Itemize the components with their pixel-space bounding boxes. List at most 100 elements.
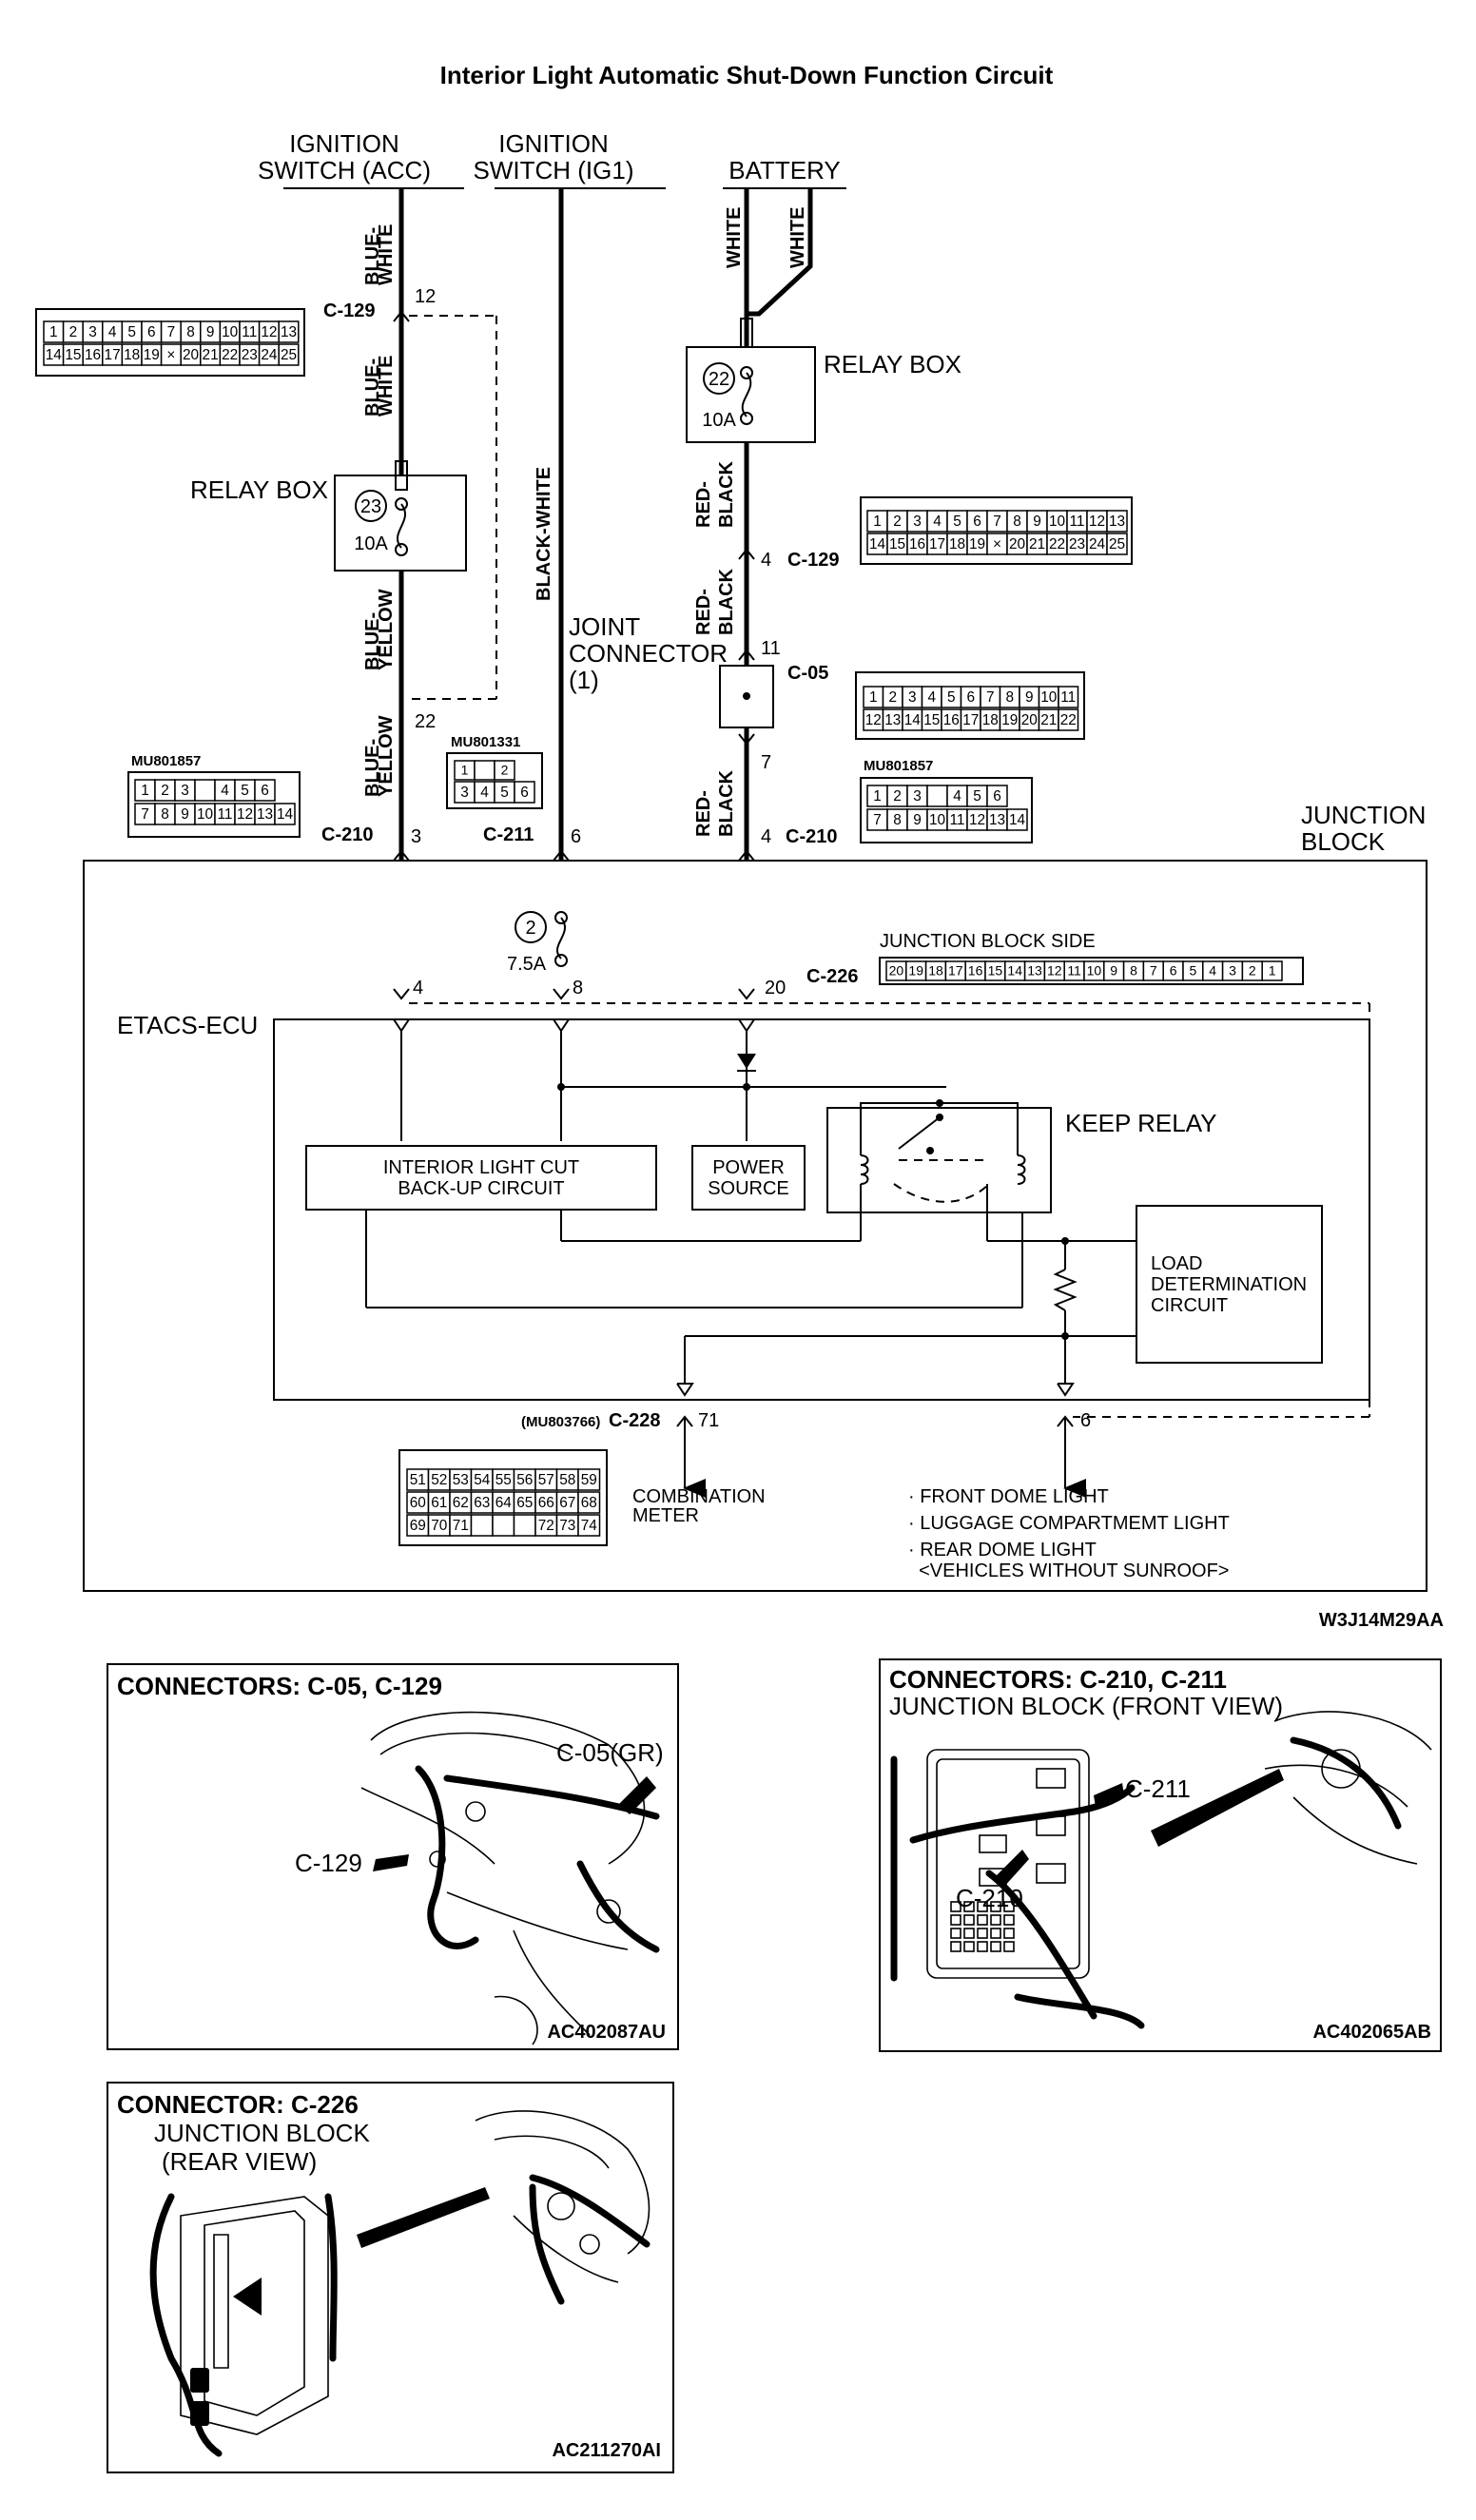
connector-pin: 12 [865, 712, 882, 728]
connector-cell [470, 1514, 494, 1537]
connector-label-c228: C-228 [609, 1410, 660, 1431]
connector-pin: 11 [218, 806, 233, 823]
connector-cell [1058, 686, 1079, 708]
connector-pin: 9 [1025, 689, 1034, 706]
panel2-c210: C-210 [956, 1884, 1023, 1912]
lights-line3: · REAR DOME LIGHT [908, 1540, 1097, 1560]
panel1-illustration [360, 1711, 660, 2045]
diagram-title: Interior Light Automatic Shut-Down Funct… [440, 61, 1054, 89]
connector-pin: 22 [222, 347, 238, 363]
pin-c211-ig1: 6 [571, 826, 581, 847]
connector-pin: 12 [1047, 962, 1062, 978]
fuse-slot [990, 1914, 1001, 1926]
connector-pin: 2 [888, 689, 897, 706]
panel1-code: AC402087AU [547, 2022, 666, 2043]
connector-cell [492, 1514, 515, 1537]
connector-pin: 55 [495, 1472, 512, 1488]
connector-pin: × [166, 347, 175, 363]
part-c211: MU801331 [451, 734, 520, 750]
connector-pin: 18 [982, 712, 999, 728]
connector-pin: 51 [410, 1472, 426, 1488]
connector-pin: 12 [1089, 514, 1105, 530]
cutoff-line2: BACK-UP CIRCUIT [398, 1178, 564, 1199]
ig1-source-line2: SWITCH (IG1) [474, 156, 634, 184]
connector-pin: 4 [953, 788, 961, 804]
meter-line1: COMBINATION [632, 1486, 766, 1507]
connector-pin: 2 [161, 783, 169, 799]
connector-cell [1058, 708, 1079, 731]
connector-pin: 1 [461, 762, 469, 777]
acc-source-line2: SWITCH (ACC) [258, 156, 431, 184]
connector-pin: 16 [85, 347, 101, 363]
wire-color-bat-mid2-1: RED- [693, 589, 714, 635]
connector-pin: 1 [49, 324, 58, 340]
connector-pin: × [993, 536, 1001, 552]
fuse-slot [990, 1901, 1001, 1912]
connector-pin: 4 [1209, 962, 1216, 978]
connector-pin: 13 [1109, 514, 1125, 530]
connector-pin: 17 [962, 712, 979, 728]
connector-pin: 74 [581, 1518, 598, 1534]
fuse-slot [977, 1928, 988, 1939]
connector-pin: 18 [124, 347, 140, 363]
connector-pin: 6 [993, 788, 1001, 804]
lights-line2: · LUGGAGE COMPARTMEMT LIGHT [908, 1513, 1230, 1534]
connector-pin: 19 [144, 347, 160, 363]
fuse-23-num: 23 [360, 496, 381, 517]
connector-pin: 68 [581, 1495, 597, 1511]
connector-pin: 4 [927, 689, 936, 706]
acc-source-line1: IGNITION [289, 129, 399, 158]
connector-pin: 24 [261, 347, 278, 363]
fuse-slot [963, 1941, 975, 1952]
connector-pin: 6 [520, 785, 529, 801]
fuse-2-num: 2 [525, 918, 535, 939]
connector-pin: 6 [966, 689, 975, 706]
wire-color-acc-fuse-out-1: BLUE- [362, 612, 383, 670]
connector-pin: 60 [410, 1495, 426, 1511]
connector-pin: 10 [929, 812, 945, 828]
panel2-code: AC402065AB [1312, 2022, 1431, 2043]
junction-block-line2: BLOCK [1301, 827, 1386, 856]
connector-pin: 3 [913, 514, 922, 530]
connector-pin: 6 [1170, 962, 1177, 978]
connector-pin: 3 [1229, 962, 1236, 978]
pin-c05-out: 7 [761, 752, 771, 773]
battery-label: BATTERY [728, 156, 841, 184]
connector-pin: 58 [559, 1472, 575, 1488]
connector-pin: 2 [1249, 962, 1256, 978]
connector-pin: 3 [181, 783, 189, 799]
connector-pin: 17 [929, 536, 945, 552]
connector-pin: 13 [884, 712, 901, 728]
load-line1: LOAD [1151, 1253, 1202, 1274]
connector-cell [1106, 510, 1128, 533]
connector-label-c129-acc: C-129 [323, 300, 375, 321]
connector-pin: 2 [69, 324, 78, 340]
connector-pin: 14 [277, 806, 294, 823]
connector-pin: 17 [948, 962, 963, 978]
connector-pin: 21 [1029, 536, 1045, 552]
connector-pin: 12 [969, 812, 985, 828]
connector-cell [577, 1514, 601, 1537]
connector-pin: 61 [431, 1495, 447, 1511]
joint-connector-line1: JOINT [569, 612, 640, 641]
connector-pin: 5 [241, 783, 249, 799]
panel3-title: CONNECTOR: C-226 [117, 2090, 359, 2119]
connector-pin: 13 [989, 812, 1005, 828]
panel3-code: AC211270AI [552, 2440, 661, 2461]
connector-pin: 5 [1190, 962, 1197, 978]
connector-pin: 13 [257, 806, 273, 823]
load-line3: CIRCUIT [1151, 1295, 1228, 1316]
connector-cell [274, 803, 296, 825]
connector-pin: 11 [950, 812, 965, 828]
relay-box-left-label: RELAY BOX [190, 475, 328, 504]
wire-color-acc-mid-2: WHITE [376, 356, 397, 417]
panel3-illustration [149, 2110, 651, 2457]
connector-pin: 1 [869, 689, 878, 706]
connector-pin: 56 [516, 1472, 533, 1488]
connector-pin: 11 [1060, 689, 1076, 706]
connector-pin: 20 [183, 347, 199, 363]
